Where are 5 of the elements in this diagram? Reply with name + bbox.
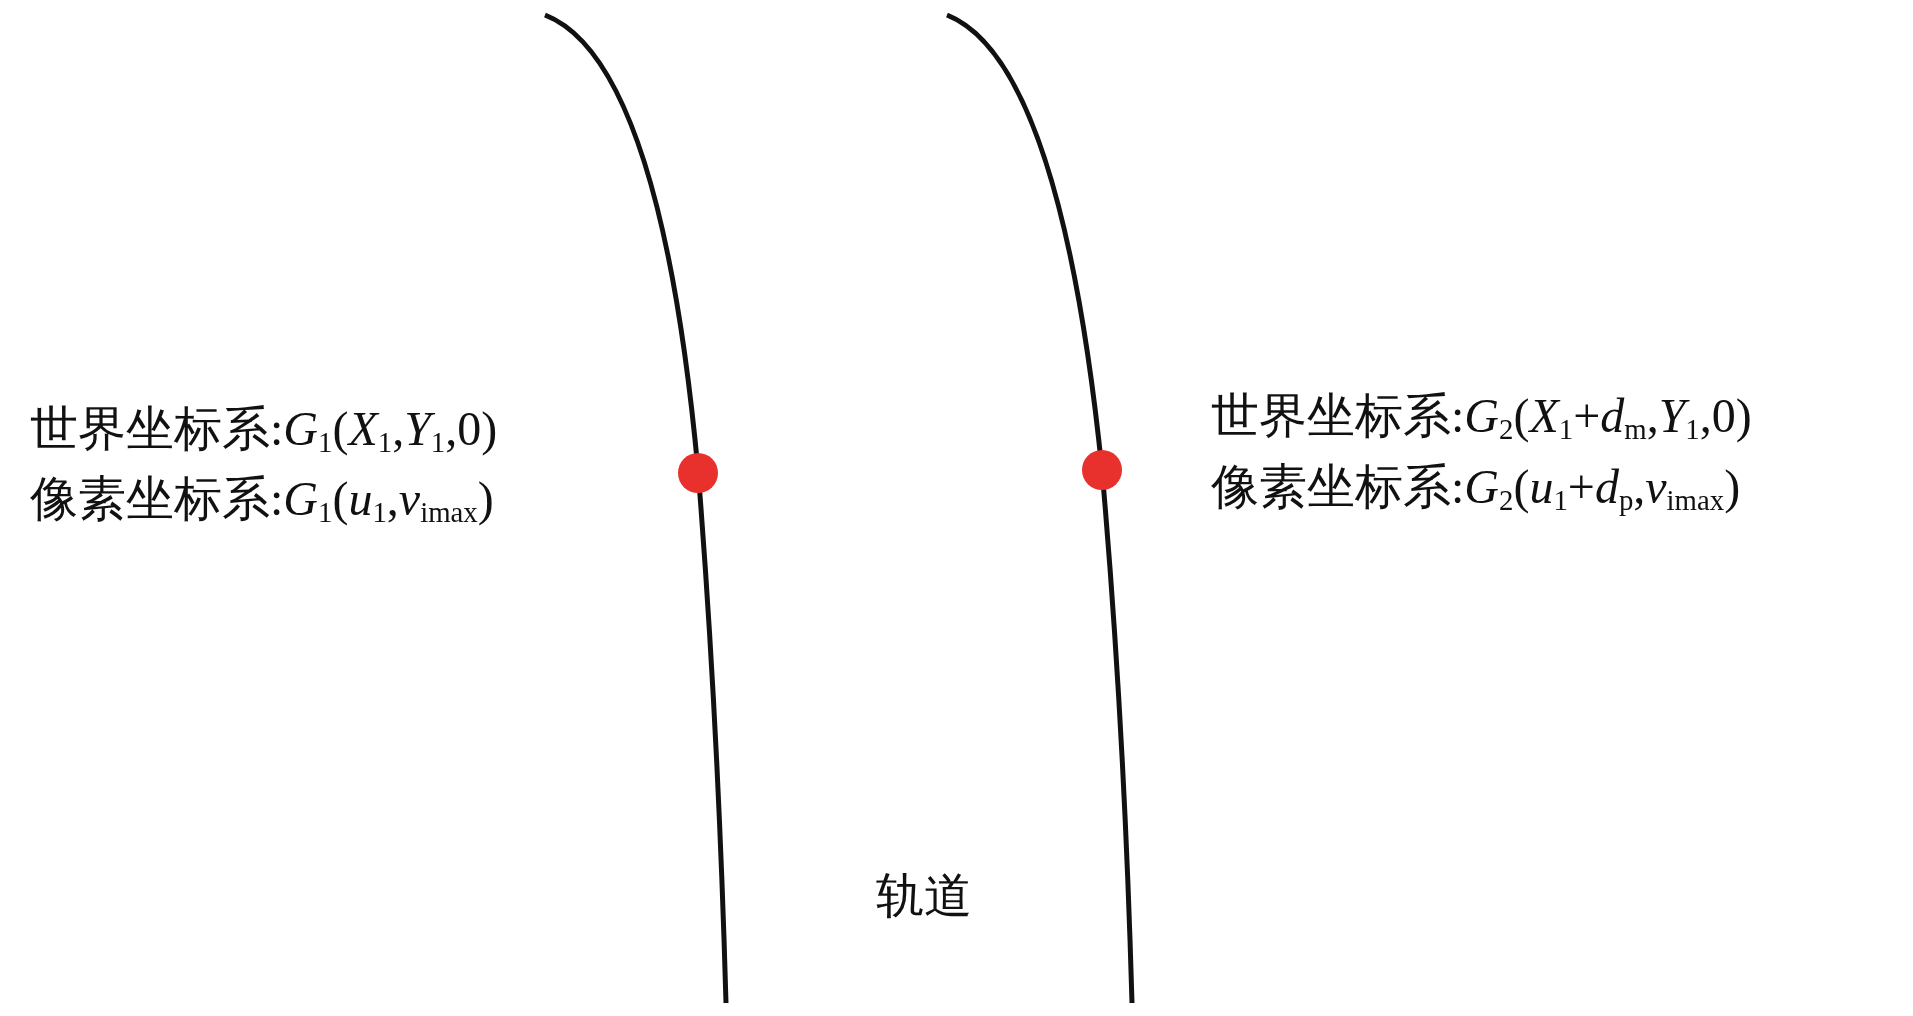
coordinate-label: 像素坐标系:G$_{2}$(u$_{1}$+d$_{p}$,v$_{imax}$) bbox=[1211, 463, 1741, 515]
coordinate-label: 世界坐标系:G$_{1}$(X$_{1}$,Y$_{1}$,0) bbox=[30, 405, 498, 457]
coordinate-label: 像素坐标系:G$_{1}$(u$_{1}$,v$_{imax}$) bbox=[30, 475, 494, 527]
coordinate-label: 世界坐标系:G$_{2}$(X$_{1}$+d$_{m}$,Y$_{1}$,0) bbox=[1211, 392, 1752, 444]
track-label: 轨道 bbox=[876, 872, 972, 920]
